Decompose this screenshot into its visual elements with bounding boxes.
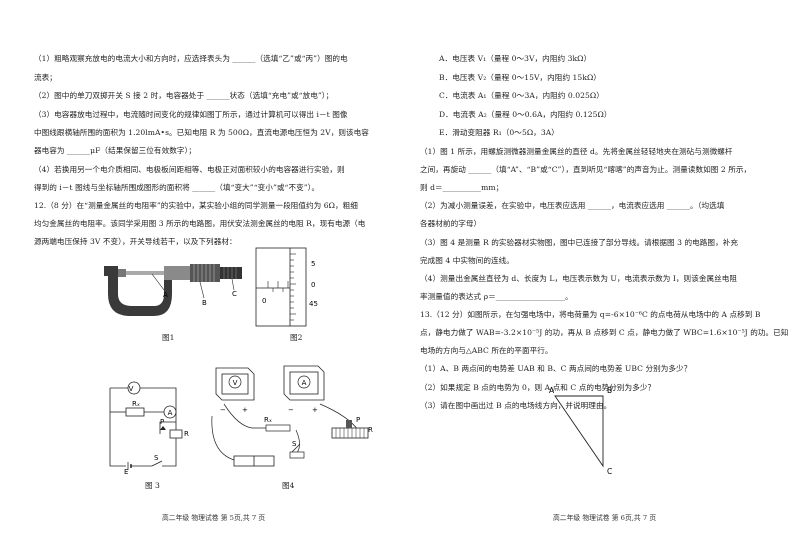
fig1-label-c: C xyxy=(232,290,237,298)
right-line-14: 率测量值的表达式 ρ＝__________________。 xyxy=(420,292,573,301)
fig4-voltmeter-label: V xyxy=(233,379,238,387)
right-line-11: （3）图 4 是测量 R 的实验器材实物图，图中已连接了部分导线。请根据图 3 … xyxy=(420,238,739,247)
left-line-4: （3）电容器放电过程中，电流随时间变化的规律如图丁所示，通过计算机可以得出 i－… xyxy=(34,110,348,119)
left-line-2: 流表； xyxy=(34,73,57,82)
left-line-3: （2）图中的单刀双掷开关 S 接 2 时，电容器处于 ______状态（选填“充… xyxy=(34,91,334,100)
right-line-18: （1）A、B 两点间的电势差 UAB 和 B、C 两点间的电势差 UBC 分别为… xyxy=(420,364,692,373)
fig4-caption: 图4 xyxy=(282,481,295,490)
right-line-4: D．电流表 A₂（量程 0～0.6A，内阻约 0.125Ω） xyxy=(439,110,612,119)
right-line-16: 点，静电力做了 WAB=-3.2×10⁻⁵J 的功，再从 B 点移到 C 点，静… xyxy=(420,328,789,337)
right-line-19: （2）如果规定 B 点的电势为 0，则 A 点和 C 点的电势分别为多少？ xyxy=(420,383,656,392)
fig3-voltmeter-label: V xyxy=(129,385,134,393)
right-line-10: 各器材前的字母） xyxy=(420,219,482,228)
right-line-8: 则 d＝__________mm； xyxy=(420,183,504,192)
left-line-9: 12.（8 分）在“测量金属丝的电阻率”的实验中，某实验小组的同学测量一段阻值约… xyxy=(34,201,358,210)
fig2-zero: 0 xyxy=(262,297,266,305)
right-line-1: A．电压表 V₁（量程 0～3V，内阻约 3kΩ） xyxy=(439,54,592,63)
fig4-ammeter-minus: − xyxy=(288,406,294,414)
apparatus-figure: V A − + − + Rₓ S xyxy=(211,365,373,467)
fig1-label-a: A xyxy=(163,291,168,299)
left-line-5: 中图线跟横轴所围的面积为 1.20lmA•s。已知电阻 R 为 500Ω，直流电… xyxy=(34,128,369,137)
right-line-20: （3）请在图中画出过 B 点的电场线方向，并说明理由。 xyxy=(420,401,612,410)
right-line-13: （4）测量出金属丝直径为 d、长度为 L，电压表示数为 U，电流表示数为 I，则… xyxy=(420,274,738,283)
fig4-voltmeter-minus: − xyxy=(220,406,226,414)
fig4-r-label: R xyxy=(368,426,373,434)
fig3-p-label: P xyxy=(160,418,164,426)
left-footer: 高二年级 物理试卷 第 5页,共 7 页 xyxy=(162,514,266,522)
left-line-7: （4）若换用另一个电介质相同、电极板间距相等、电极正对面积较小的电容器进行实验，… xyxy=(34,165,345,174)
fig4-ammeter-label: A xyxy=(302,379,307,387)
fig2-caption: 图2 xyxy=(290,333,303,342)
right-line-6: （1）图 1 所示，用螺旋测微器测量金属丝的直径 d。先将金属丝轻轻地夹在测砧与… xyxy=(420,147,733,156)
fig2-tick-0: 0 xyxy=(311,281,315,289)
circuit-diagram: V A Rₓ R P E S xyxy=(109,381,189,474)
left-line-1: （1）粗略观察充放电的电流大小和方向时，应选择表头为 ______（选填“乙”或… xyxy=(34,54,348,63)
left-line-11: 源两端电压保持 3V 不变），开关导线若干，以及下列器材： xyxy=(34,237,237,246)
fig1-caption: 图1 xyxy=(162,333,175,342)
fig4-ammeter-plus: + xyxy=(312,406,318,414)
left-line-6: 器电容为 ______μF（结果保留三位有效数字）； xyxy=(34,146,196,155)
triangle-vertex-c: C xyxy=(607,467,612,476)
fig4-s-label: S xyxy=(292,440,297,448)
right-line-5: E．滑动变阻器 R₁（0～5Ω，3A） xyxy=(439,128,559,137)
right-line-9: （2）为减小测量误差，在实验中，电压表应选用 ______，电流表应选用 ___… xyxy=(420,201,725,210)
micrometer-figure: A B C xyxy=(104,264,242,316)
micrometer-reading-figure: 5 0 45 0 xyxy=(255,247,318,327)
fig4-p-label: P xyxy=(356,416,360,424)
left-line-10: 均匀金属丝的电阻率。该同学采用图 3 所示的电路图，用伏安法测金属丝的电阻 R，… xyxy=(34,219,366,228)
right-line-15: 13.（12 分）如图所示，在匀强电场中，将电荷量为 q=-6×10⁻⁶C 的点… xyxy=(420,310,761,319)
right-line-7: 之间，再旋动 ______（填“A”、“B”或“C”），直到听见“喀喀”的声音为… xyxy=(420,165,752,174)
right-line-2: B．电压表 V₂（量程 0～15V，内阻约 15kΩ） xyxy=(439,73,601,82)
fig3-s-label: S xyxy=(154,454,159,462)
fig4-rx-label: Rₓ xyxy=(264,416,272,424)
right-footer: 高二年级 物理试卷 第 6页,共 7 页 xyxy=(553,514,657,522)
fig3-e-label: E xyxy=(124,468,128,474)
triangle-vertex-b: B xyxy=(607,386,612,395)
fig3-caption: 图 3 xyxy=(145,481,160,490)
triangle-abc-figure: A B C xyxy=(549,386,612,476)
fig4-voltmeter-plus: + xyxy=(242,406,248,414)
fig1-label-b: B xyxy=(202,299,207,307)
right-line-3: C．电流表 A₁（量程 0～3A，内阻约 0.025Ω） xyxy=(439,91,604,100)
fig2-tick-45: 45 xyxy=(309,300,318,308)
left-line-8: 得到的 i－t 图线与坐标轴所围成图形的面积将 ______（填“变大”“变小”… xyxy=(34,183,320,192)
fig3-r-label: R xyxy=(184,430,189,438)
fig3-rx-label: Rₓ xyxy=(132,400,140,408)
right-line-12: 完成图 4 中实物间的连线。 xyxy=(420,256,514,265)
triangle-vertex-a: A xyxy=(549,386,555,395)
right-line-17: 电场的方向与△ABC 所在的平面平行。 xyxy=(420,346,553,355)
fig2-tick-5: 5 xyxy=(311,260,315,268)
fig3-ammeter-label: A xyxy=(168,409,173,417)
